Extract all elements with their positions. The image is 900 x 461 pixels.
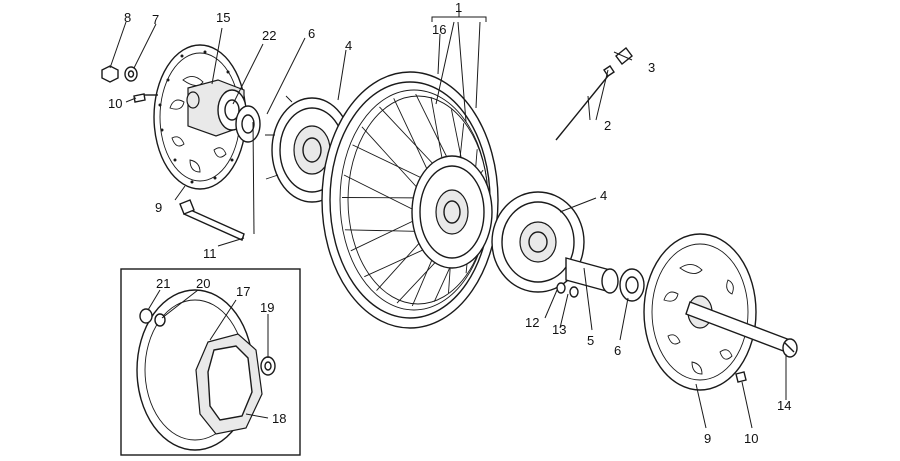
callout-10-left: 10 <box>108 96 122 111</box>
callout-16: 16 <box>432 22 446 37</box>
callout-9-right: 9 <box>704 431 711 446</box>
callout-10-right: 10 <box>744 431 758 446</box>
callout-4-right: 4 <box>600 188 607 203</box>
wheel-axle <box>685 301 798 358</box>
callout-17: 17 <box>236 284 250 299</box>
inset-alternate-disc <box>120 268 301 456</box>
callout-5: 5 <box>587 333 594 348</box>
callout-18: 18 <box>272 411 286 426</box>
callout-22: 22 <box>262 28 276 43</box>
leader-lines <box>109 9 787 429</box>
small-hardware <box>101 47 747 383</box>
callout-3: 3 <box>648 60 655 75</box>
callout-21: 21 <box>156 276 170 291</box>
spoked-wheel <box>321 71 499 329</box>
callout-2: 2 <box>604 118 611 133</box>
callout-7: 7 <box>152 12 159 27</box>
callout-20: 20 <box>196 276 210 291</box>
callout-12: 12 <box>525 315 539 330</box>
callout-6-right: 6 <box>614 343 621 358</box>
callout-15: 15 <box>216 10 230 25</box>
callout-4-left: 4 <box>345 38 352 53</box>
callout-14: 14 <box>777 398 791 413</box>
callout-13: 13 <box>552 322 566 337</box>
callout-8: 8 <box>124 10 131 25</box>
callout-labels: 1 16 3 2 4 4 5 6 6 8 7 10 9 9 11 12 13 1… <box>108 0 791 446</box>
callout-19: 19 <box>260 300 274 315</box>
callout-11: 11 <box>203 246 217 261</box>
left-hub-assembly <box>186 79 261 143</box>
right-brake-flange <box>491 191 585 293</box>
callout-9-left: 9 <box>155 200 162 215</box>
callout-6-left: 6 <box>308 26 315 41</box>
callout-1: 1 <box>455 0 462 15</box>
spacer-and-bearing <box>556 257 645 302</box>
bolt-11 <box>179 199 245 241</box>
